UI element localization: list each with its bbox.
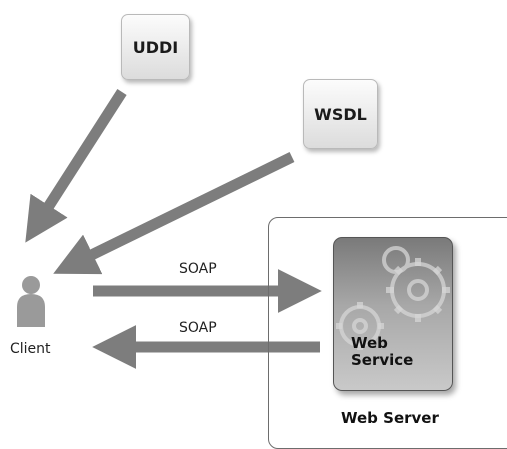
client-label: Client xyxy=(10,341,51,357)
uddi-node: UDDI xyxy=(121,14,190,80)
gears-icon xyxy=(336,246,450,350)
web-server-label: Web Server xyxy=(341,409,439,427)
person-icon xyxy=(17,276,45,327)
uddi-label: UDDI xyxy=(132,37,179,57)
web-service-node: Web Service xyxy=(333,237,453,391)
wsdl-label: WSDL xyxy=(314,104,367,124)
connector-arrows xyxy=(17,89,322,369)
soap-response-label: SOAP xyxy=(179,320,217,336)
wsdl-to-client-arrow xyxy=(53,152,295,275)
web-services-diagram: UDDI WSDL SOAP SOAP Client xyxy=(10,14,507,449)
wsdl-node: WSDL xyxy=(303,79,378,149)
soap-request-label: SOAP xyxy=(179,261,217,277)
uddi-to-client-arrow xyxy=(25,89,127,243)
web-service-label: Web Service xyxy=(351,334,414,369)
